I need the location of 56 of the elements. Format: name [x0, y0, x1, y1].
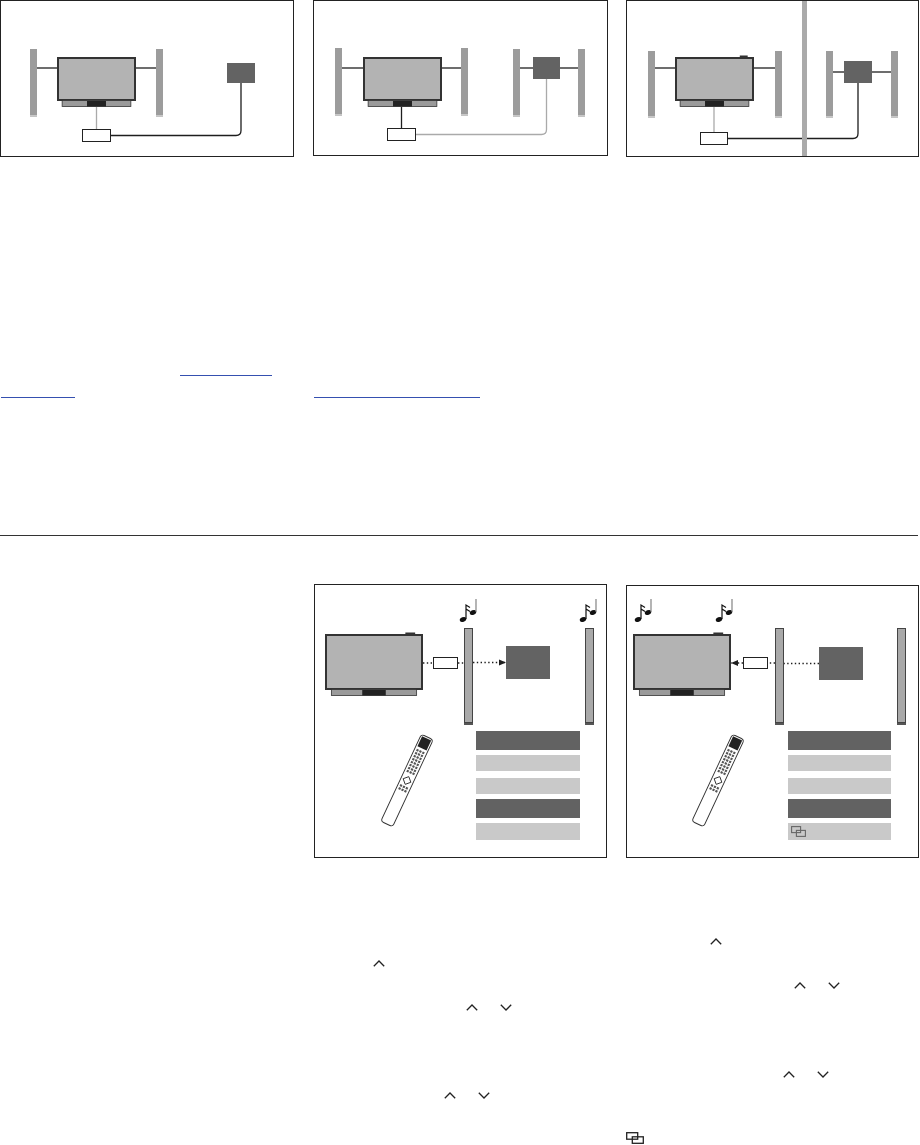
cable-line: [341, 67, 364, 69]
speaker-column: [826, 51, 833, 118]
tv-drawing: [363, 55, 442, 107]
speaker-column: [897, 628, 906, 725]
illustration-panel: [0, 0, 294, 157]
cable-line: [95, 106, 98, 130]
device-unit: [844, 61, 872, 83]
cable-line: [727, 82, 859, 140]
tv-drawing: [325, 632, 423, 696]
illustration-panel: [314, 584, 607, 858]
dotted-arrow: [730, 660, 744, 666]
cable-line: [400, 106, 403, 129]
dotted-arrow: [472, 659, 507, 666]
device-unit: [533, 57, 560, 79]
hub-unit: [387, 128, 416, 141]
speaker-column: [513, 49, 520, 117]
cable-line: [519, 67, 534, 69]
dotted-line: [767, 662, 776, 664]
speaker-column: [156, 49, 163, 117]
tv-drawing: [675, 55, 754, 107]
hub-unit: [433, 657, 458, 669]
speaker-column: [775, 51, 782, 118]
speaker-column: [464, 628, 473, 725]
speaker-column: [648, 51, 655, 118]
illustration-panel: [626, 0, 919, 157]
cable-line: [753, 67, 776, 69]
tv-drawing: [633, 632, 731, 696]
dotted-line: [783, 662, 820, 665]
speaker-column: [891, 51, 898, 118]
hub-unit: [700, 132, 728, 145]
cable-line: [441, 67, 462, 69]
speaker-column: [578, 49, 585, 117]
cable-line: [559, 67, 579, 69]
hub-unit: [743, 657, 768, 669]
cable-line: [713, 106, 715, 133]
speaker-column: [775, 628, 784, 725]
device-unit: [819, 647, 863, 680]
cable-line: [36, 67, 58, 69]
cable-line: [415, 78, 548, 136]
illustration-panel: [626, 585, 919, 858]
cable-line: [654, 67, 676, 69]
speaker-column: [30, 49, 37, 117]
speaker-column: [335, 48, 342, 116]
speaker-column: [585, 628, 594, 725]
dotted-line: [457, 662, 465, 664]
illustration-panel: [313, 0, 608, 156]
speaker-column: [461, 48, 468, 116]
cable-line: [110, 82, 242, 137]
cable-line: [832, 71, 845, 73]
device-unit: [506, 646, 550, 679]
hub-unit: [82, 129, 111, 142]
cable-line: [871, 71, 892, 73]
dotted-line: [422, 662, 434, 664]
device-unit: [227, 63, 255, 83]
tv-drawing: [57, 55, 136, 107]
cable-line: [135, 67, 157, 69]
